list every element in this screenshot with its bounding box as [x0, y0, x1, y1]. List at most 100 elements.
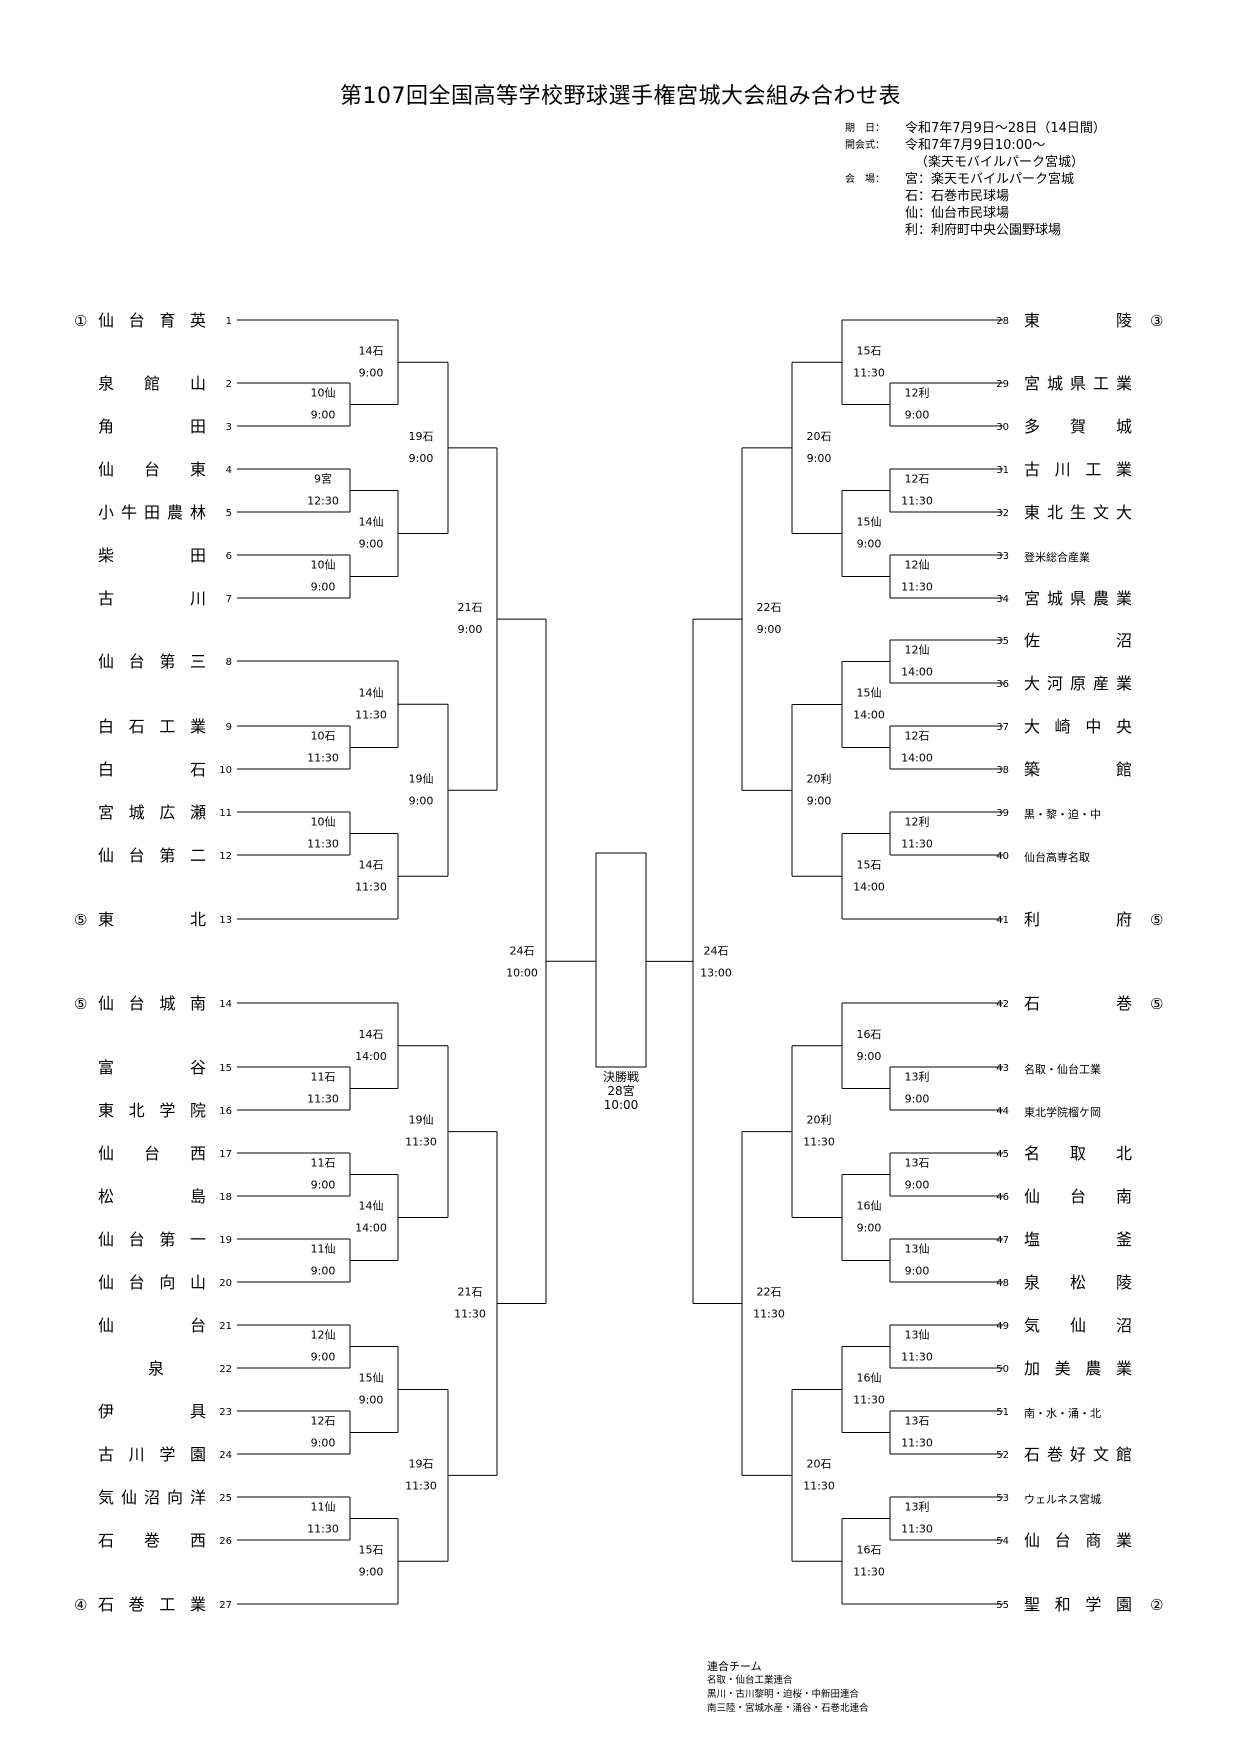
team-name: 泉松陵 — [1024, 1273, 1132, 1292]
team-name: 古川工業 — [1024, 460, 1132, 479]
seed-mark: ⑤ — [1150, 911, 1163, 929]
match-time: 11:30 — [753, 1308, 785, 1321]
team-name: 富谷 — [98, 1058, 206, 1077]
match-venue: 24石 — [704, 944, 729, 957]
team-name: 泉館山 — [98, 374, 206, 393]
team-name: 仙台第二 — [98, 846, 206, 865]
team-number: 14 — [219, 999, 232, 1010]
team-number: 25 — [219, 1493, 232, 1504]
match-time: 11:30 — [355, 708, 387, 721]
team-number: 3 — [226, 422, 232, 433]
info-label: 会 場： — [845, 174, 885, 185]
team-number: 26 — [219, 1536, 232, 1547]
match-venue: 10仙 — [311, 387, 336, 400]
final-time: 10:00 — [604, 1098, 639, 1112]
info-value: 令和7年7月9日～28日（14日間） — [905, 121, 1106, 136]
team-name: 宮城県工業 — [1024, 374, 1132, 393]
seed-mark: ② — [1150, 1596, 1163, 1614]
team-number: 19 — [219, 1235, 232, 1246]
team-number: 11 — [219, 808, 232, 819]
team-number: 45 — [996, 1149, 1009, 1160]
final-venue: 28宮 — [607, 1083, 634, 1098]
match-time: 11:30 — [307, 1093, 339, 1106]
match-time: 9:00 — [857, 1222, 882, 1235]
match-venue: 11仙 — [311, 1243, 336, 1256]
team-name: 仙台育英 — [98, 311, 206, 330]
team-number: 43 — [996, 1063, 1009, 1074]
match-venue: 20石 — [807, 1457, 832, 1470]
match-time: 11:30 — [454, 1308, 486, 1321]
match-venue: 15石 — [359, 1543, 384, 1556]
match-time: 9:00 — [359, 1565, 384, 1578]
team-number: 12 — [219, 851, 232, 862]
match-venue: 12石 — [905, 473, 930, 486]
team-name: 名取北 — [1024, 1144, 1132, 1163]
team-name: 仙台 — [98, 1316, 206, 1335]
team-name: 宮城県農業 — [1024, 589, 1132, 608]
match-time: 13:00 — [700, 966, 732, 979]
team-name: 聖和学園 — [1024, 1595, 1132, 1614]
team-name: 古川学園 — [98, 1445, 206, 1464]
team-name: 仙台南 — [1024, 1187, 1132, 1206]
match-venue: 16仙 — [857, 1200, 882, 1213]
match-venue: 12仙 — [905, 559, 930, 572]
match-time: 11:30 — [853, 366, 885, 379]
team-name: 東北学院 — [98, 1101, 206, 1120]
team-number: 31 — [996, 465, 1009, 476]
match-time: 9:00 — [311, 409, 336, 422]
team-number: 18 — [219, 1192, 232, 1203]
team-number: 1 — [226, 316, 232, 327]
match-venue: 10石 — [311, 730, 336, 743]
team-name: 小牛田農林 — [98, 503, 206, 522]
seed-mark: ① — [74, 312, 87, 330]
team-number: 44 — [996, 1106, 1009, 1117]
team-number: 47 — [996, 1235, 1009, 1246]
match-venue: 15石 — [857, 344, 882, 357]
team-name: 柴田 — [98, 546, 206, 565]
team-number: 21 — [219, 1321, 232, 1332]
team-number: 9 — [226, 722, 232, 733]
match-time: 11:30 — [901, 1437, 933, 1450]
match-venue: 22石 — [757, 601, 782, 614]
match-venue: 12仙 — [311, 1329, 336, 1342]
team-name: 仙台第一 — [98, 1230, 206, 1249]
team-name: 南・水・涌・北 — [1024, 1407, 1101, 1420]
match-venue: 11石 — [311, 1157, 336, 1170]
match-time: 9:00 — [807, 794, 832, 807]
match-venue: 15仙 — [857, 687, 882, 700]
team-number: 10 — [219, 765, 232, 776]
match-venue: 14石 — [359, 344, 384, 357]
match-time: 11:30 — [803, 1136, 835, 1149]
match-time: 14:00 — [853, 709, 885, 722]
team-number: 49 — [996, 1321, 1009, 1332]
match-venue: 16石 — [857, 1028, 882, 1041]
match-venue: 11仙 — [311, 1501, 336, 1514]
team-number: 30 — [996, 422, 1009, 433]
match-time: 10:00 — [506, 966, 538, 979]
match-time: 14:00 — [853, 880, 885, 893]
match-venue: 15石 — [857, 858, 882, 871]
match-venue: 16仙 — [857, 1372, 882, 1385]
team-name: 白石 — [98, 760, 206, 779]
combined-teams-note: 連合チーム 名取・仙台工業連合 黒川・古川黎明・迫桜・中新田連合 南三陸・宮城水… — [707, 1660, 869, 1716]
team-number: 40 — [996, 851, 1009, 862]
note-title: 連合チーム — [707, 1660, 762, 1673]
match-time: 9:00 — [409, 452, 434, 465]
team-name: 気仙沼 — [1024, 1316, 1132, 1335]
team-number: 52 — [996, 1450, 1009, 1461]
team-number: 2 — [226, 379, 232, 390]
team-name: 大崎中央 — [1024, 717, 1132, 736]
match-time: 11:30 — [405, 1479, 437, 1492]
match-venue: 12利 — [905, 387, 930, 400]
team-number: 35 — [996, 636, 1009, 647]
team-name: 仙台向山 — [98, 1273, 206, 1292]
match-time: 11:30 — [803, 1479, 835, 1492]
match-time: 14:00 — [901, 666, 933, 679]
match-time: 11:30 — [901, 838, 933, 851]
team-number: 53 — [996, 1493, 1009, 1504]
match-time: 11:30 — [901, 495, 933, 508]
match-time: 14:00 — [901, 752, 933, 765]
info-label: 期 日： — [845, 123, 885, 134]
team-number: 37 — [996, 722, 1009, 733]
match-time: 9:00 — [311, 581, 336, 594]
